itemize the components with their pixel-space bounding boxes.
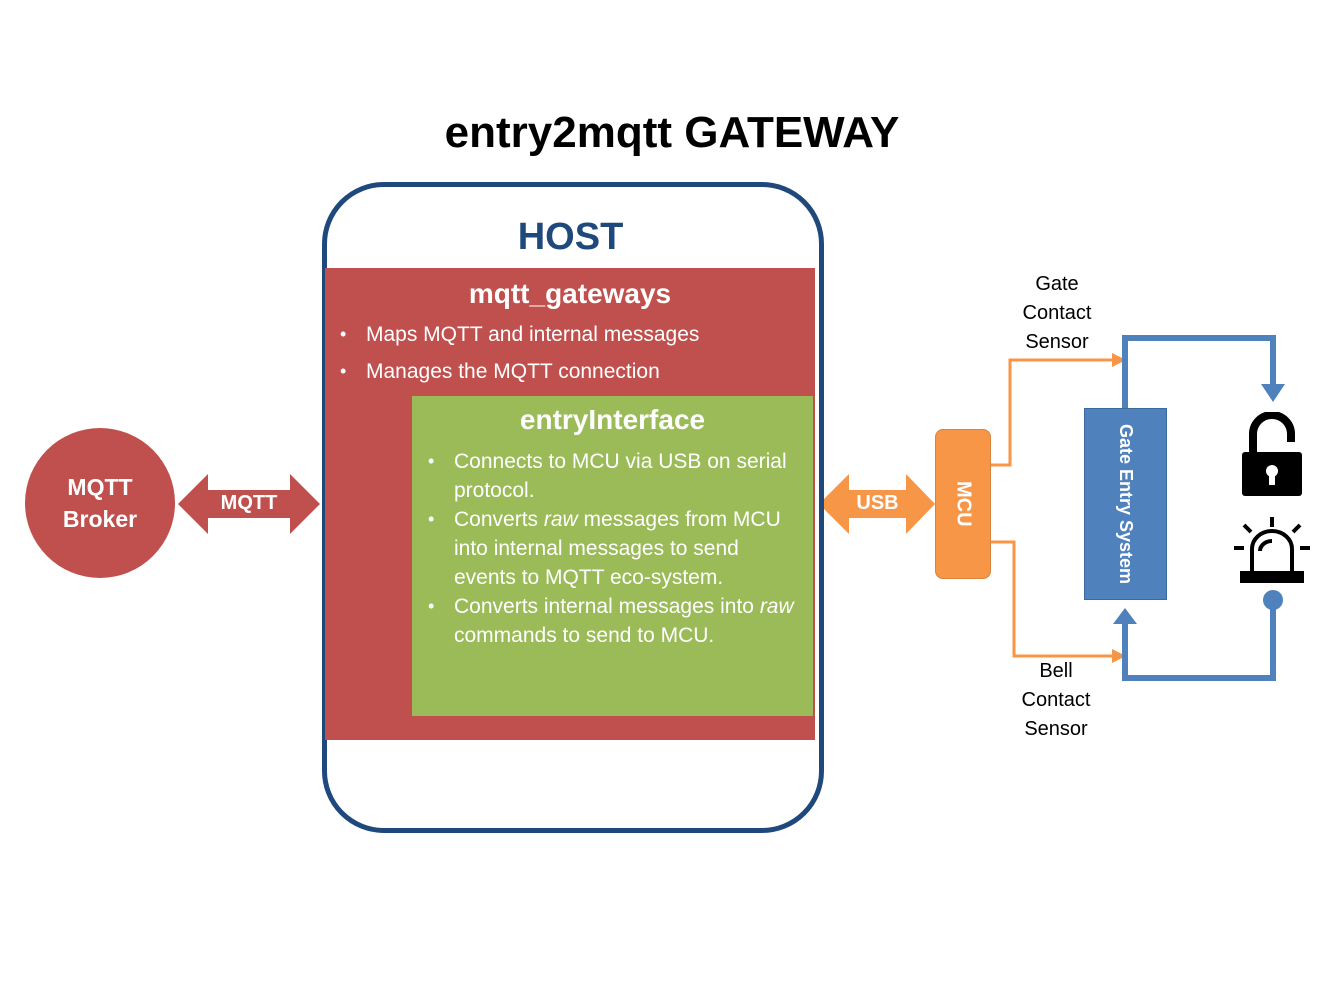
- list-item: • Manages the MQTT connection: [336, 357, 796, 386]
- entry-interface-title: entryInterface: [519, 404, 706, 435]
- host-title: HOST: [517, 216, 624, 258]
- list-item: • Converts raw messages from MCU into in…: [424, 505, 804, 592]
- mcu-gate-sensor-line: [991, 358, 1116, 467]
- bell-alarm-loop-line: [1122, 600, 1276, 681]
- sensor-label-line: Sensor: [1025, 331, 1089, 353]
- entry-interface-box: [412, 396, 813, 716]
- bullet-icon: •: [428, 596, 435, 616]
- bullet-text: Maps MQTT and internal messages: [366, 323, 700, 346]
- diagram-title: entry2mqtt GATEWAY: [444, 108, 900, 157]
- alarm-connector-dot: [1263, 590, 1283, 610]
- list-item: • Connects to MCU via USB on serial prot…: [424, 447, 804, 505]
- sensor-label-line: Sensor: [1024, 718, 1088, 740]
- mcu-gate-sensor-arrowhead: [1112, 353, 1126, 367]
- emphasis-text: raw: [759, 595, 794, 618]
- mcu-label: MCU: [952, 481, 975, 527]
- mcu-bell-sensor-line: [991, 540, 1116, 658]
- mcu-box: [935, 429, 991, 579]
- sensor-label-line: Contact: [1021, 689, 1091, 711]
- mqtt-broker-node: MQTT Broker: [25, 428, 175, 578]
- bullet-icon: •: [340, 361, 347, 381]
- emphasis-text: raw: [543, 508, 578, 531]
- mqtt-gateways-list: • Maps MQTT and internal messages • Mana…: [336, 320, 796, 394]
- bullet-text: Converts internal messages into raw comm…: [454, 595, 794, 647]
- broker-label-line2: Broker: [62, 506, 138, 532]
- mqtt-double-arrow: [178, 474, 320, 534]
- usb-arrow-label: USB: [856, 492, 899, 514]
- bullet-icon: •: [340, 324, 347, 344]
- broker-label-line1: MQTT: [67, 474, 133, 500]
- list-item: • Maps MQTT and internal messages: [336, 320, 796, 349]
- host-frame: [322, 182, 824, 833]
- bullet-icon: •: [428, 509, 435, 529]
- bullet-text: Manages the MQTT connection: [366, 360, 660, 383]
- list-item: • Converts internal messages into raw co…: [424, 592, 804, 650]
- unlocked-padlock-icon: [1242, 412, 1302, 496]
- mcu-bell-sensor-arrowhead: [1112, 649, 1126, 663]
- mqtt-gateways-title: mqtt_gateways: [468, 278, 672, 309]
- sensor-label-line: Bell: [1039, 660, 1073, 682]
- alarm-siren-icon: [1234, 517, 1310, 583]
- gate-entry-system-label: Gate Entry System: [1116, 423, 1136, 585]
- sensor-label-line: Contact: [1022, 302, 1092, 324]
- mqtt-arrow-label: MQTT: [220, 492, 278, 514]
- bell-contact-sensor-label: Bell Contact Sensor: [996, 657, 1116, 744]
- usb-double-arrow: [819, 474, 935, 534]
- bullet-text: Connects to MCU via USB on serial protoc…: [454, 450, 787, 502]
- gate-contact-sensor-label: Gate Contact Sensor: [997, 270, 1117, 357]
- gate-entry-system-box: [1084, 408, 1167, 600]
- entry-interface-list: • Connects to MCU via USB on serial prot…: [424, 447, 804, 650]
- bullet-icon: •: [428, 451, 435, 471]
- gate-lock-arrowhead: [1261, 384, 1285, 402]
- gate-lock-loop-line: [1122, 335, 1276, 408]
- bullet-text: Converts raw messages from MCU into inte…: [454, 508, 781, 589]
- bell-alarm-arrowhead: [1113, 608, 1137, 624]
- sensor-label-line: Gate: [1035, 273, 1079, 295]
